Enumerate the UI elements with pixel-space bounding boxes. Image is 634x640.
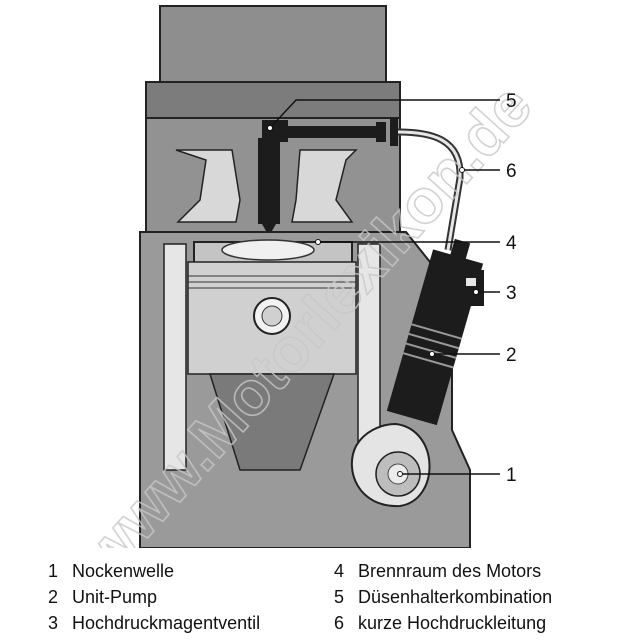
legend-number: 1 (48, 561, 59, 581)
pipe-nut (376, 122, 386, 142)
legend-item-6: 6 kurze Hochdruckleitung (334, 612, 546, 634)
intake-valve (175, 149, 241, 223)
legend-text: Brennraum des Motors (358, 561, 542, 581)
legend-item-3: 3 Hochdruckmagentventil (48, 612, 260, 634)
legend-item-4: 4 Brennraum des Motors (334, 560, 541, 582)
legend-text: Hochdruckmagentventil (72, 613, 261, 633)
leader-lines (269, 99, 500, 475)
legend: 1 Nockenwelle 2 Unit-Pump 3 Hochdruckmagent… (0, 552, 634, 640)
callout-2: 2 (506, 345, 517, 366)
callout-5: 5 (506, 91, 517, 112)
legend-number: 6 (334, 613, 345, 633)
legend-text: kurze Hochdruckleitung (358, 613, 547, 633)
callout-1: 1 (506, 465, 517, 486)
solenoid-valve (456, 270, 484, 306)
legend-text: Nockenwelle (72, 561, 175, 581)
callout-4: 4 (506, 233, 517, 254)
exhaust-valve (291, 149, 358, 223)
combustion-bowl (221, 239, 315, 261)
legend-number: 5 (334, 587, 345, 607)
legend-number: 4 (334, 561, 345, 581)
legend-item-2: 2 Unit-Pump (48, 586, 157, 608)
injector-tip (262, 224, 276, 236)
injector-fitting (286, 126, 378, 138)
injector-nozzle (258, 138, 280, 224)
callout-6: 6 (506, 161, 517, 182)
cylinder-head-flange (145, 81, 401, 121)
cylinder-head-cover (159, 5, 387, 85)
legend-number: 3 (48, 613, 59, 633)
legend-number: 2 (48, 587, 59, 607)
callout-3: 3 (506, 283, 517, 304)
engine-cross-section-diagram: www.Motorlexikon.de 5 6 4 3 2 1 (68, 5, 546, 548)
legend-text: Düsenhalterkombination (358, 587, 553, 607)
cylinder-liner-left (163, 243, 187, 471)
legend-item-5: 5 Düsenhalterkombination (334, 586, 552, 608)
legend-item-1: 1 Nockenwelle (48, 560, 174, 582)
legend-text: Unit-Pump (72, 587, 158, 607)
connecting-rod (208, 373, 336, 471)
pipe-nut-2 (390, 118, 398, 146)
